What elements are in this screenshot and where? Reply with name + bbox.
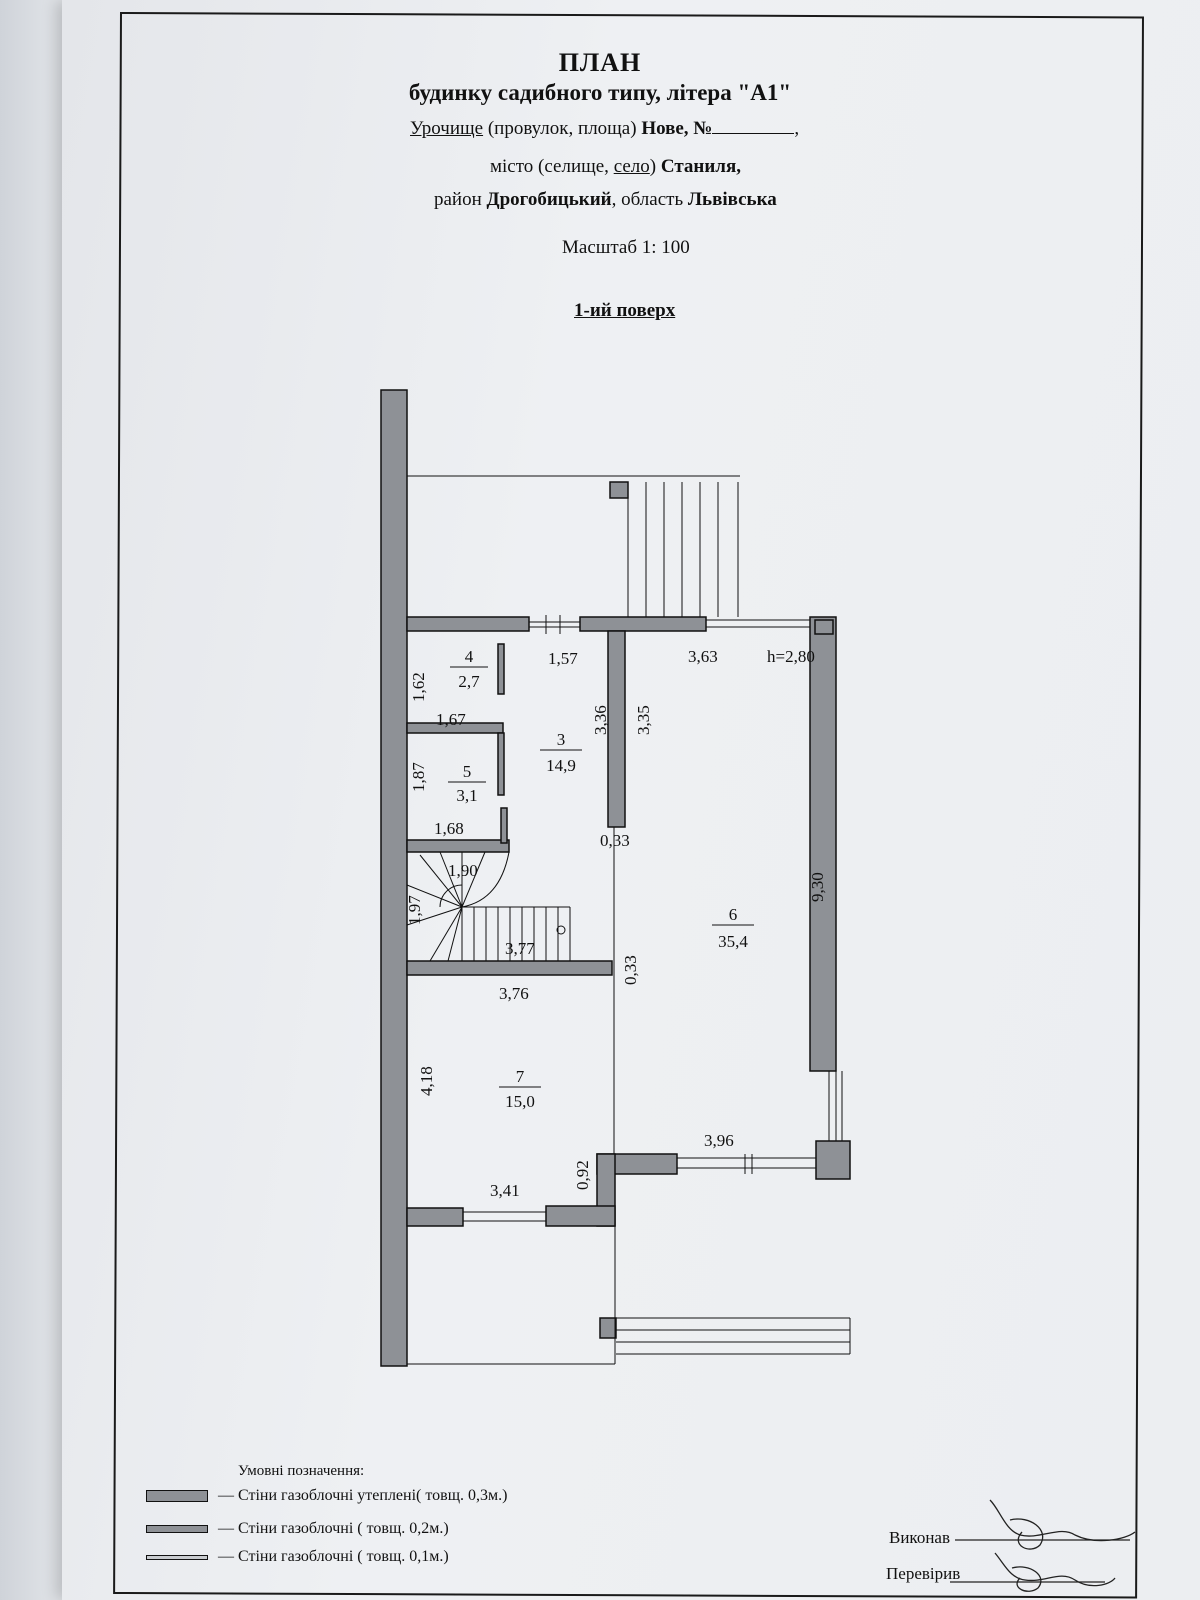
room-3: 3 14,9 <box>540 730 582 775</box>
addr-city: місто (селище, <box>490 156 609 177</box>
wall-corner-tr <box>814 619 834 635</box>
wall-top-a <box>406 616 530 632</box>
walls <box>380 389 851 1367</box>
dim-3-41: 3,41 <box>490 1181 520 1200</box>
room-5-area: 3,1 <box>456 786 477 805</box>
legend-text-medium: — Стіни газоблочні ( товщ. 0,2м.) <box>218 1520 449 1537</box>
dim-1-87: 1,87 <box>409 762 428 792</box>
dim-3-76: 3,76 <box>499 984 529 1003</box>
dimension-labels: 1,57 3,63 h=2,80 1,62 1,67 1,87 1,68 3,3… <box>405 647 827 1200</box>
legend-text-thick: — Стіни газоблочні утеплені( товщ. 0,3м.… <box>218 1487 508 1504</box>
wall-right <box>809 616 837 1072</box>
checked-by-label: Перевірив <box>886 1564 961 1583</box>
wall-center <box>607 630 626 828</box>
dim-3-35: 3,35 <box>634 705 653 735</box>
addr-lane: (провулок, площа) <box>487 118 637 139</box>
wall-left <box>380 389 408 1367</box>
wall-top-b <box>579 616 707 632</box>
addr-nove: Нове, № <box>641 118 713 139</box>
legend-title: Умовні позначення: <box>238 1463 365 1479</box>
addr-village: село <box>613 156 650 177</box>
dim-1-67: 1,67 <box>436 710 466 729</box>
addr-urochyshche: Урочище <box>410 118 484 139</box>
plan-subtitle: будинку садибного типу, літера "А1" <box>408 80 792 105</box>
dim-3-96: 3,96 <box>704 1131 734 1150</box>
wall-stair-bottom <box>406 960 613 976</box>
legend-item-0.1: — Стіни газоблочні ( товщ. 0,1м.) <box>146 1548 449 1566</box>
dim-3-36: 3,36 <box>591 705 610 735</box>
floor-label: 1-ий поверх <box>574 300 676 321</box>
dim-1-68: 1,68 <box>434 819 464 838</box>
address-line-3: район Дрогобицький, область Львівська <box>434 189 777 211</box>
room-7-area: 15,0 <box>505 1092 535 1111</box>
legend-text-thin: — Стіни газоблочні ( товщ. 0,1м.) <box>218 1548 449 1565</box>
dim-h: h=2,80 <box>767 647 815 666</box>
legend-swatch-medium <box>146 1525 208 1534</box>
room-3-number: 3 <box>557 730 566 749</box>
interior-stairs <box>406 851 571 962</box>
address-line-1: Урочище (провулок, площа) Нове, №, <box>410 117 800 139</box>
room-4: 4 2,7 <box>450 647 488 691</box>
dim-1-62: 1,62 <box>409 672 428 702</box>
addr-paren: ) <box>649 156 657 177</box>
address-line-2: місто (селище, село) Станиля, <box>490 156 741 178</box>
executed-by-label: Виконав <box>889 1528 951 1547</box>
signature-marks <box>950 1499 1136 1592</box>
legend-item-0.2: — Стіни газоблочні ( товщ. 0,2м.) <box>146 1520 449 1538</box>
bottom-stairs <box>616 1317 851 1355</box>
scale-label: Масштаб 1: 100 <box>562 237 690 258</box>
document-page <box>62 0 1200 1600</box>
legend-swatch-thick <box>146 1490 208 1503</box>
room-6-area: 35,4 <box>718 932 748 951</box>
addr-oblast: Львівська <box>687 189 777 210</box>
room-4-number: 4 <box>465 647 474 666</box>
dim-3-63: 3,63 <box>688 647 718 666</box>
thin-lines <box>406 475 851 1365</box>
room-7-number: 7 <box>516 1067 525 1086</box>
addr-district: Дрогобицький <box>486 189 612 210</box>
dim-9-30: 9,30 <box>808 872 827 902</box>
legend-swatch-thin <box>146 1554 208 1560</box>
room-7: 7 15,0 <box>499 1067 541 1111</box>
room-5: 5 3,1 <box>448 762 486 805</box>
porch-post-top <box>609 481 629 499</box>
dim-0-33-b: 0,33 <box>621 955 640 985</box>
wall-room5-door <box>500 807 508 844</box>
room-5-number: 5 <box>463 762 472 781</box>
wall-room4-bottom <box>406 722 504 734</box>
room-6: 6 35,4 <box>712 905 754 951</box>
dim-1-90: 1,90 <box>448 861 478 880</box>
room-6-number: 6 <box>729 905 738 924</box>
wall-room5-right <box>497 732 505 796</box>
dim-0-92: 0,92 <box>573 1160 592 1190</box>
addr-oblast-label: , область <box>611 189 684 210</box>
room-4-area: 2,7 <box>458 672 480 691</box>
wall-room4-right <box>497 643 505 695</box>
wall-room5-bottom <box>406 839 510 853</box>
wall-bottom-step-low <box>545 1205 616 1227</box>
addr-district-label: район <box>434 189 482 210</box>
plan-title: ПЛАН <box>558 48 642 77</box>
wall-corner-br <box>815 1140 851 1180</box>
adjacent-page-edge <box>0 0 62 1600</box>
dim-1-57: 1,57 <box>548 649 578 668</box>
room-labels: 4 2,7 5 3,1 3 14,9 6 35,4 7 15,0 <box>448 647 754 1111</box>
legend-item-0.3: — Стіни газоблочні утеплені( товщ. 0,3м.… <box>146 1487 507 1505</box>
addr-stanylia: Станиля, <box>660 156 741 177</box>
wall-bottom-left <box>406 1207 464 1227</box>
addr-blank <box>712 117 795 134</box>
dim-0-33-a: 0,33 <box>600 831 630 850</box>
top-stairs <box>627 482 739 617</box>
dim-1-97: 1,97 <box>405 895 424 925</box>
room-3-area: 14,9 <box>546 756 576 775</box>
porch-post-bottom <box>599 1317 617 1339</box>
dim-3-77: 3,77 <box>505 939 535 958</box>
dim-4-18: 4,18 <box>417 1066 436 1096</box>
